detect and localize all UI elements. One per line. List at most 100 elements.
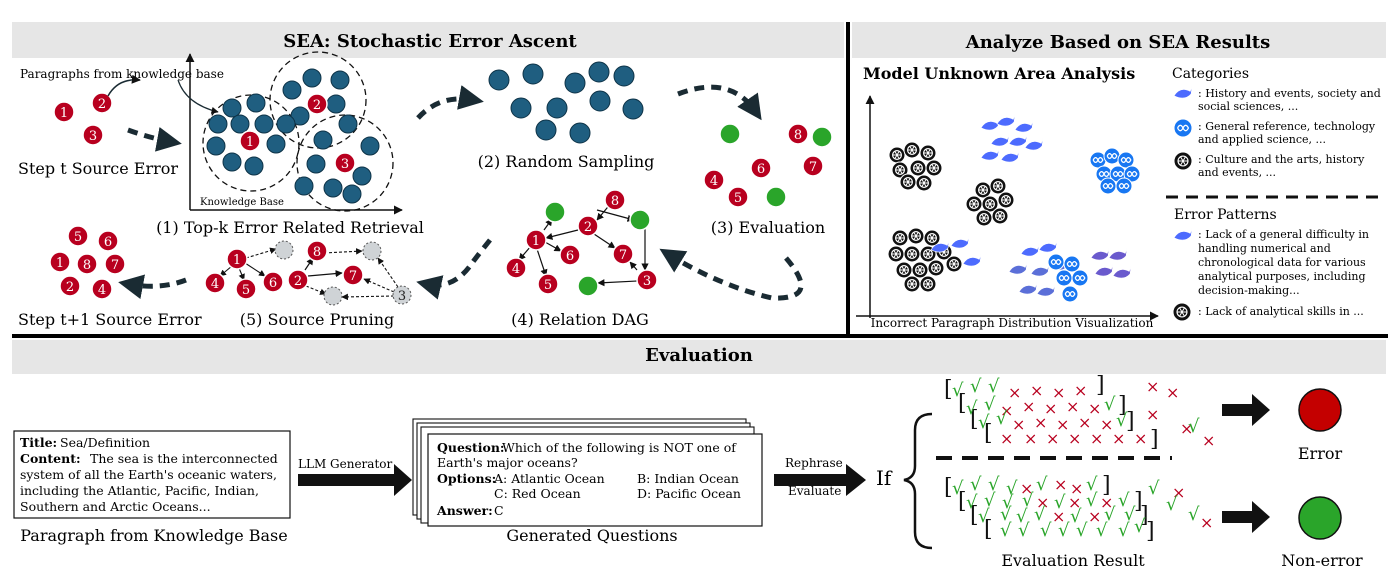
check-mark: √ xyxy=(1166,494,1178,515)
close-bracket: ] xyxy=(1126,409,1135,434)
cross-mark: × xyxy=(1070,479,1083,498)
check-mark: √ xyxy=(1086,490,1098,511)
meta-icon-loop xyxy=(1126,170,1138,178)
option-a: A: Atlantic Ocean xyxy=(493,471,605,486)
deepseek-icon xyxy=(1108,248,1128,261)
next-source-error-nodes: 5 6 1 8 7 2 4 xyxy=(49,225,126,300)
nonerror-arrow xyxy=(1222,501,1270,533)
meta-icon-loop xyxy=(1118,182,1130,190)
cross-mark: × xyxy=(1088,399,1101,418)
check-mark: √ xyxy=(1058,520,1070,541)
questions-caption: Generated Questions xyxy=(506,526,677,545)
evaluate-label: Evaluate xyxy=(788,484,841,498)
cross-mark: × xyxy=(1068,493,1081,512)
paragraphs-label: Paragraphs from knowledge base xyxy=(20,67,224,81)
paragraph-dot xyxy=(254,114,274,134)
openai-icon-stroke xyxy=(995,181,1001,191)
deepseek-icon xyxy=(990,134,1010,147)
evaluation-nodes: 8 7 6 4 5 xyxy=(703,123,833,208)
meta-icon-loop xyxy=(1177,124,1190,132)
paragraph-dot xyxy=(352,166,372,186)
analysis-axis-label: Incorrect Paragraph Distribution Visuali… xyxy=(871,316,1154,330)
check-mark: √ xyxy=(1040,520,1052,541)
check-mark: √ xyxy=(970,474,982,495)
option-d: D: Pacific Ocean xyxy=(637,486,741,501)
check-mark: √ xyxy=(1188,416,1200,437)
openai-icon-stroke xyxy=(1179,307,1185,317)
paragraph-dot xyxy=(338,114,358,134)
patterns-title: Error Patterns xyxy=(1174,207,1277,223)
cross-mark: × xyxy=(1044,399,1057,418)
evaluation-header-band xyxy=(12,340,1386,374)
check-mark: √ xyxy=(1034,504,1046,525)
close-bracket: ] xyxy=(1150,427,1159,452)
sampled-dot xyxy=(564,72,586,94)
check-mark: √ xyxy=(970,376,982,397)
check-mark: √ xyxy=(988,376,1000,397)
cross-mark: × xyxy=(1166,383,1179,402)
check-mark: √ xyxy=(978,506,990,527)
meta-icon-loop xyxy=(1112,170,1124,178)
svg-text:1: 1 xyxy=(532,234,540,249)
openai-icon-stroke xyxy=(897,233,903,243)
meta-icon-loop xyxy=(1074,274,1086,282)
svg-text:8: 8 xyxy=(794,128,802,143)
paragraph-dot xyxy=(246,93,266,113)
check-mark: √ xyxy=(1018,520,1030,541)
svg-text:5: 5 xyxy=(74,230,82,245)
deepseek-icon xyxy=(1038,240,1058,253)
rephrase-arrow xyxy=(774,464,866,496)
analysis-subtitle: Model Unknown Area Analysis xyxy=(863,64,1135,83)
openai-icon-stroke xyxy=(931,163,937,173)
check-mark: √ xyxy=(1000,504,1012,525)
paragraph-dot xyxy=(282,80,302,100)
close-bracket: ] xyxy=(1118,393,1127,418)
deepseek-icon xyxy=(1014,120,1034,133)
relation-dag: 8 2 1 6 7 4 5 3 xyxy=(505,189,658,297)
to-next-step-arrow xyxy=(118,274,187,300)
svg-text:2: 2 xyxy=(584,220,592,235)
check-mark: √ xyxy=(988,474,1000,495)
cross-mark: × xyxy=(1030,381,1043,400)
cross-mark: × xyxy=(1008,383,1021,402)
openai-icon-stroke xyxy=(925,279,931,289)
check-mark: √ xyxy=(984,394,996,415)
cross-mark: × xyxy=(1054,475,1067,494)
analyze-header-band xyxy=(852,22,1386,58)
open-bracket: [ xyxy=(984,421,993,446)
paragraph-dot xyxy=(208,114,228,134)
options-label: Options: xyxy=(437,471,496,486)
check-mark: √ xyxy=(978,412,990,433)
sampled-dot xyxy=(588,61,610,83)
check-mark: √ xyxy=(1104,394,1116,415)
openai-icon-stroke xyxy=(897,165,903,175)
paragraph-dot xyxy=(266,134,286,154)
option-c: C: Red Ocean xyxy=(494,486,581,501)
svg-text:5: 5 xyxy=(242,283,250,298)
check-mark: √ xyxy=(1118,520,1130,541)
cross-mark: × xyxy=(1056,415,1069,434)
category-1-line2: social sciences, ... xyxy=(1198,100,1298,113)
paragraph-dot xyxy=(342,184,362,204)
cross-mark: × xyxy=(1112,429,1125,448)
cross-mark: × xyxy=(1100,415,1113,434)
svg-text:5: 5 xyxy=(544,278,552,293)
check-mark: √ xyxy=(1070,506,1082,527)
close-bracket: ] xyxy=(1096,373,1105,398)
paragraph-dot xyxy=(230,114,250,134)
category-1-line1: : History and events, society and xyxy=(1198,87,1381,100)
nonerror-node xyxy=(1298,496,1342,540)
model-icon-scatter xyxy=(887,114,1141,303)
if-label: If xyxy=(876,466,893,490)
cross-mark: × xyxy=(1172,483,1185,502)
error-node xyxy=(1298,388,1342,432)
paragraph-dot xyxy=(323,178,343,198)
pattern-1-line3: chronological data for various xyxy=(1198,256,1366,269)
paragraph-title-label: Title: xyxy=(20,435,57,450)
openai-icon-stroke xyxy=(901,265,907,275)
paragraph-dot xyxy=(222,152,242,172)
svg-text:6: 6 xyxy=(757,162,765,177)
meta-icon-loop xyxy=(1092,156,1104,164)
svg-text:7: 7 xyxy=(619,248,627,263)
deepseek-icon xyxy=(1090,248,1110,261)
